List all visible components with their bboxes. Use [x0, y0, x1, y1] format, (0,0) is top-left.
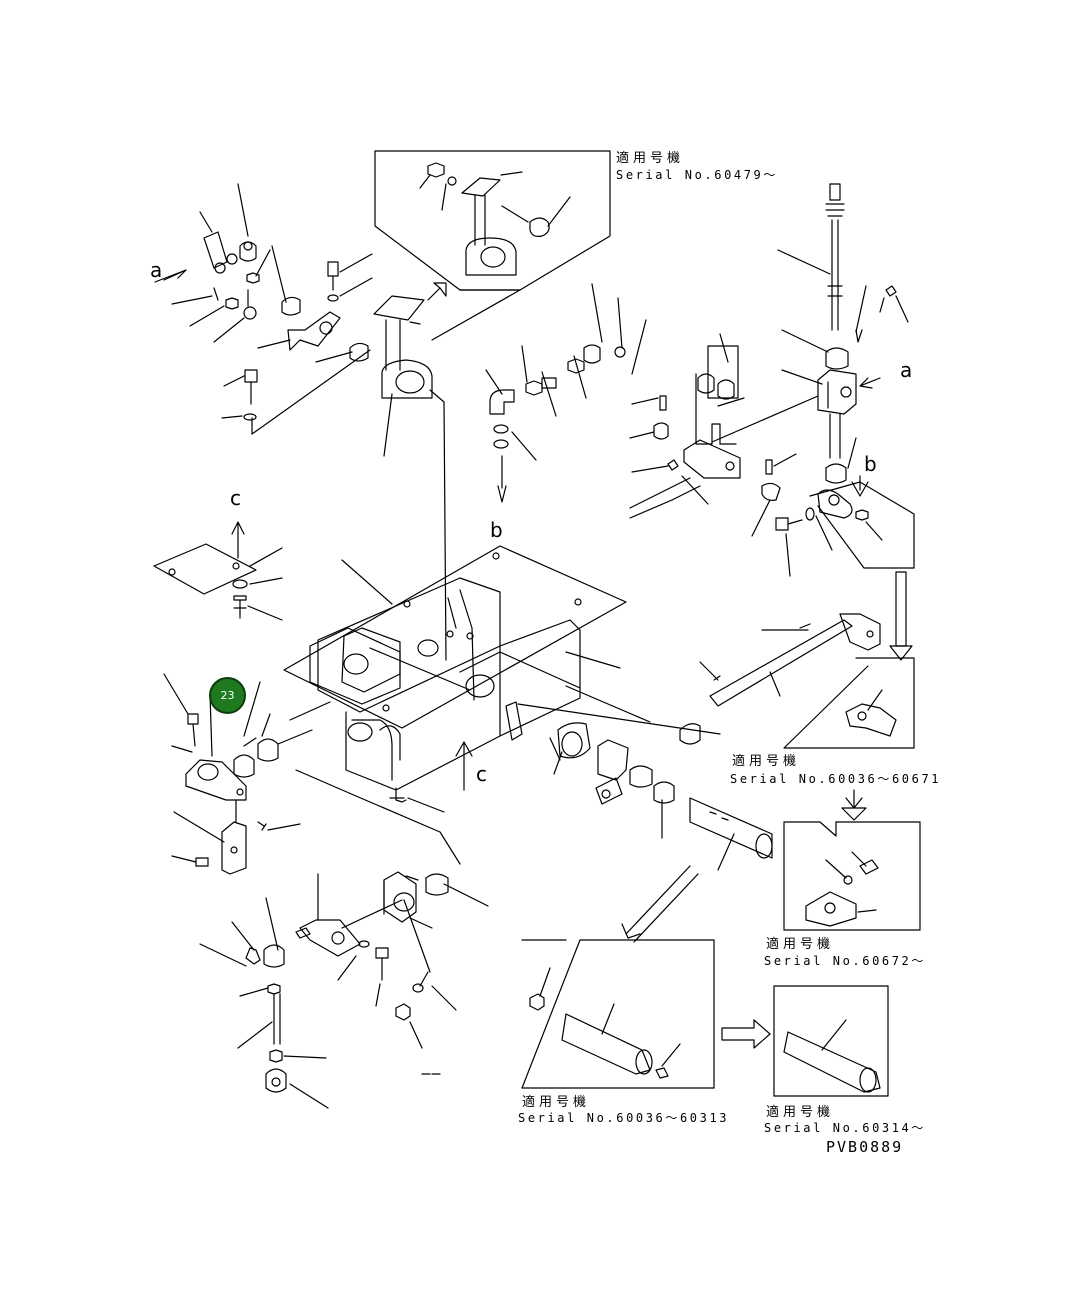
view-letter-c-case: c — [476, 762, 487, 786]
shifter-shaft-60036-60671 — [699, 613, 915, 749]
serial-label-60036-60671: Serial No.60036〜60671 — [730, 772, 942, 786]
serial-label-60479: Serial No.60479〜 — [616, 168, 778, 182]
plate-c — [153, 521, 283, 621]
right-middle-bolts — [775, 481, 915, 661]
left-lever-assembly — [163, 673, 313, 875]
inset-box-60479 — [374, 150, 611, 301]
view-letter-a-left: a — [150, 258, 163, 282]
view-letter-c-top: c — [230, 486, 241, 510]
applicable-label-60314: 適用号機 — [766, 1105, 835, 1120]
control-lever — [373, 295, 447, 661]
serial-label-60672: Serial No.60672〜 — [764, 954, 926, 968]
top-left-linkage — [154, 183, 373, 435]
serial-label-60036-60313: Serial No.60036〜60313 — [518, 1111, 730, 1125]
applicable-label-60479: 適用号機 — [616, 151, 685, 166]
leader-inset-top — [431, 289, 521, 341]
view-letter-a-right: a — [900, 358, 913, 382]
center-right-linkage — [629, 333, 797, 537]
view-letter-b-right: b — [864, 452, 877, 476]
center-shaft-parts — [553, 722, 773, 871]
view-letter-b-center: b — [490, 518, 503, 542]
inset-box-60036-60313 — [521, 865, 715, 1089]
inset-box-60314 — [721, 985, 889, 1097]
applicable-label-60036-60313: 適用号機 — [522, 1095, 591, 1110]
drawing-code: PVB0889 — [826, 1138, 904, 1156]
serial-label-60314: Serial No.60314〜 — [764, 1121, 926, 1135]
applicable-label-60036-60671: 適用号機 — [732, 754, 801, 769]
part-callout-badge[interactable]: 23 — [209, 677, 246, 714]
right-upper-assembly — [711, 183, 909, 497]
inset-box-60672 — [783, 789, 921, 931]
transmission-case — [283, 545, 721, 865]
applicable-label-60672: 適用号機 — [766, 937, 835, 952]
middle-fittings — [485, 283, 647, 503]
lower-left-linkage — [199, 897, 329, 1109]
lower-center-bellcrank — [295, 871, 489, 1075]
